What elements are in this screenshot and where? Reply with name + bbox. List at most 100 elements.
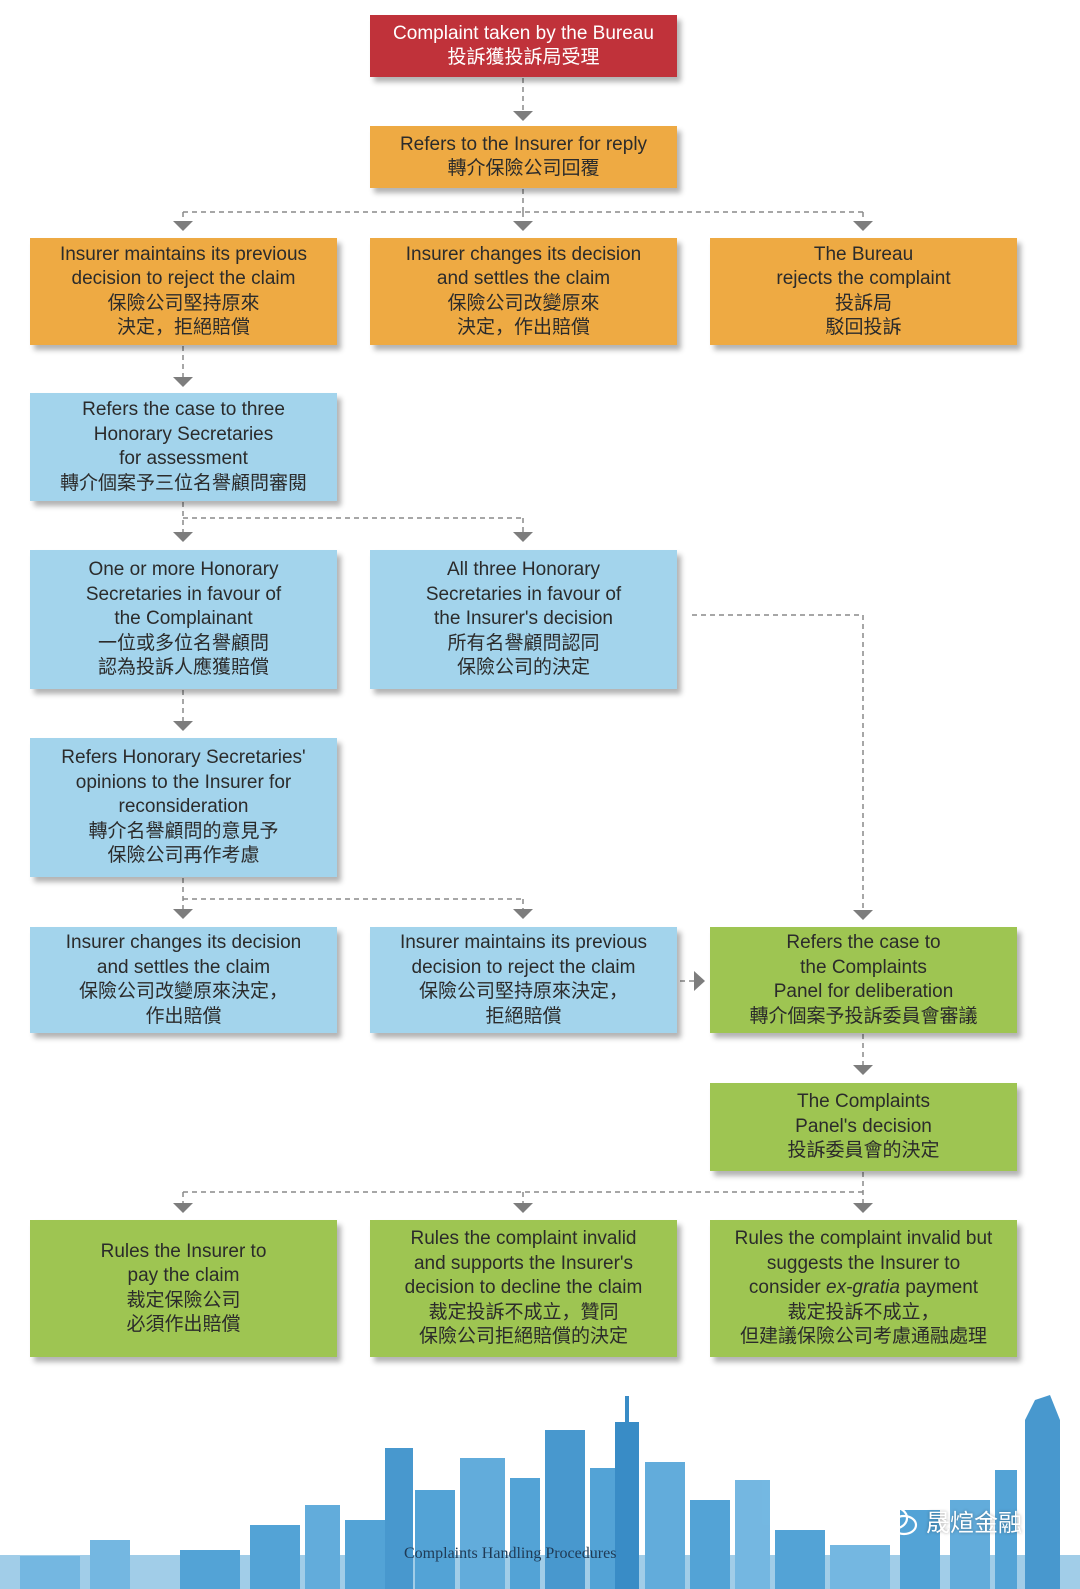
node-text-line: for assessment: [119, 448, 248, 469]
node-text-line: consider ex-gratia payment: [748, 1277, 979, 1299]
footer-title: Complaints Handling Procedures: [404, 1545, 617, 1562]
node-text-line: 保險公司堅持原來: [107, 292, 260, 314]
node-text-line: the Insurer's decision: [434, 608, 613, 630]
arrow-head: [513, 1203, 533, 1213]
node-text-line: Complaint taken by the Bureau: [393, 22, 654, 44]
node-text-line: 拒絕賠償: [485, 1005, 562, 1027]
node-text-line: opinions to the Insurer for: [75, 771, 292, 793]
node-text-line: 投訴局: [834, 292, 892, 314]
arrow-head: [513, 909, 533, 919]
node-text-line: Rules the complaint invalid: [410, 1228, 637, 1250]
node-text-line: 保險公司改變原來: [447, 292, 600, 314]
node-insurer-maintains: Insurer maintains its previous decision t…: [30, 238, 337, 345]
node-text-line: 決定，拒絕賠償: [116, 317, 250, 338]
connector-n8-n12: [692, 614, 864, 911]
arrow-head: [513, 532, 533, 542]
node-text-line: The Complaints: [796, 1091, 931, 1113]
arrow-head: [853, 910, 873, 920]
arrow-head: [173, 532, 193, 542]
node-text-line: 一位或多位名譽顧問: [97, 632, 269, 654]
node-text-line: 必須作出賠償: [126, 1314, 241, 1335]
node-text-line: 保險公司改變原來決定，: [78, 981, 288, 1002]
arrow-head: [853, 221, 873, 231]
node-text-line: decision to decline the claim: [404, 1277, 643, 1299]
node-text-line: and supports the Insurer's: [413, 1252, 634, 1274]
node-text-line: 認為投訴人應獲賠償: [97, 657, 269, 679]
node-text-line: All three Honorary: [446, 559, 601, 581]
node-text-line: 裁定投訴不成立，: [787, 1301, 940, 1323]
node-text-line: 保險公司拒絕賠償的決定: [418, 1326, 628, 1348]
node-text-line: Secretaries in favour of: [85, 583, 282, 605]
node-text-line: The Bureau: [813, 243, 914, 265]
arrow-head: [173, 1203, 193, 1213]
node-text-line: 轉介個案予投訴委員會審議: [749, 1005, 978, 1027]
arrow-head: [173, 377, 193, 387]
node-text-line: and settles the claim: [96, 956, 271, 978]
node-text-line: 保險公司堅持原來決定，: [418, 981, 628, 1002]
watermark-text: 晟煊金融: [926, 1509, 1022, 1537]
node-text-line: 裁定保險公司: [126, 1289, 241, 1311]
node-rules-pay-claim: Rules the Insurer to pay the claim 裁定保險公司必…: [30, 1220, 337, 1357]
arrow-head: [853, 1065, 873, 1075]
node-text-line: pay the claim: [127, 1265, 240, 1286]
arrow-head: [173, 909, 193, 919]
arrow-head: [853, 1203, 873, 1213]
node-text-line: suggests the Insurer to: [766, 1252, 961, 1274]
node-insurer-changes-settles: Insurer changes its decision and settles …: [30, 927, 337, 1033]
node-insurer-maintains-rejects: Insurer maintains its previous decision t…: [370, 927, 677, 1033]
node-text-line: decision to reject the claim: [71, 268, 296, 289]
node-bureau-rejects: The Bureau rejects the complaint 投訴局駁回投訴: [710, 238, 1017, 345]
node-refer-insurer: Refers to the Insurer for reply 轉介保險公司回覆: [370, 126, 677, 188]
wechat-icon: [877, 1505, 918, 1535]
node-text-line: 駁回投訴: [825, 317, 902, 338]
node-text-line: 裁定投訴不成立，贊同: [428, 1301, 619, 1323]
arrow-head: [173, 721, 193, 731]
node-text-line: Refers Honorary Secretaries': [61, 747, 306, 769]
node-text-line: One or more Honorary: [88, 559, 279, 581]
node-text-line: Honorary Secretaries: [93, 423, 274, 445]
node-text-line: Insurer maintains its previous: [59, 243, 308, 265]
node-insurer-changes: Insurer changes its decision and settles …: [370, 238, 677, 345]
node-text-line: reconsideration: [118, 796, 249, 818]
node-text-line: Panel's decision: [795, 1115, 932, 1137]
node-text-line: Panel for deliberation: [773, 981, 954, 1002]
node-text-line: Rules the Insurer to: [100, 1240, 267, 1262]
node-text-line: 決定，作出賠償: [456, 317, 590, 338]
node-text-line: Refers the case to: [786, 932, 941, 953]
node-text-line: and settles the claim: [436, 268, 611, 289]
node-text-line: Rules the complaint invalid but: [734, 1228, 993, 1250]
node-text-line: 但建議保險公司考慮通融處理: [739, 1326, 987, 1348]
node-text-line: rejects the complaint: [776, 268, 951, 289]
node-text-line: Secretaries in favour of: [425, 583, 622, 605]
node-refer-opinions-reconsideration: Refers Honorary Secretaries'opinions to …: [30, 738, 337, 877]
watermark: 晟煊金融: [876, 1503, 1022, 1538]
node-text-line: Refers to the Insurer for reply: [399, 133, 648, 155]
node-text-line: 所有名譽顧問認同: [447, 632, 600, 654]
node-text-line: 轉介保險公司回覆: [447, 158, 600, 179]
arrow-head: [513, 111, 533, 121]
node-text-line: 保險公司再作考慮: [107, 845, 260, 867]
node-text-line: 投訴委員會的決定: [787, 1140, 940, 1162]
node-text-line: 投訴獲投訴局受理: [447, 47, 600, 68]
node-text-line: 轉介名譽顧問的意見予: [88, 820, 279, 842]
node-complaint-taken: Complaint taken by the Bureau 投訴獲投訴局受理: [370, 15, 677, 77]
node-text-line: Insurer changes its decision: [405, 243, 642, 265]
node-text-line: Refers the case to three: [82, 399, 285, 420]
node-text-line: decision to reject the claim: [411, 956, 636, 978]
node-text-line: the Complaints: [800, 956, 927, 978]
arrow-head: [513, 221, 533, 231]
node-text-line: Insurer changes its decision: [65, 932, 302, 953]
node-text-line: the Complainant: [114, 608, 253, 630]
node-text-line: 保險公司的決定: [456, 657, 590, 679]
node-text-line: Insurer maintains its previous: [399, 932, 648, 953]
arrow-head: [694, 971, 705, 991]
